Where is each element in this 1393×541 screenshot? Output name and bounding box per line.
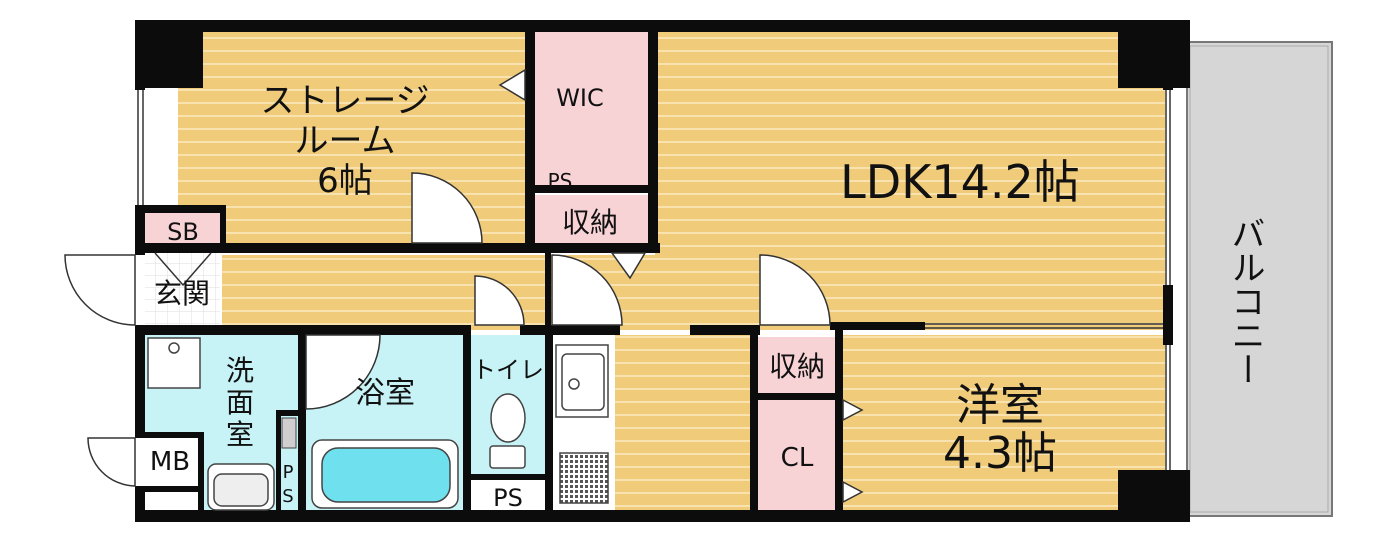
- small-ps-shaft: [281, 417, 297, 449]
- entrance-label: 玄関: [154, 277, 210, 310]
- storage-room-label-3: 6帖: [317, 161, 373, 201]
- wash-basin: [207, 463, 275, 511]
- bathroom-label: 浴室: [355, 376, 415, 411]
- washroom-label-3: 室: [226, 418, 254, 451]
- storage-room-label-1: ストレージ: [260, 81, 429, 121]
- ldk-floor: [655, 30, 1165, 330]
- mb-label: MB: [150, 447, 190, 477]
- door-swings: [64, 68, 864, 504]
- mb-area: [140, 432, 200, 512]
- toilet-label: トイレ: [472, 356, 544, 384]
- stove: [559, 452, 609, 504]
- western-room-label-1: 洋室: [956, 380, 1044, 431]
- bathtub: [311, 439, 459, 509]
- washing-machine-pan: [147, 337, 201, 389]
- cl-area: [758, 400, 838, 512]
- ps-small-label-1: P: [283, 462, 294, 483]
- kitchen-sink: [555, 344, 609, 418]
- ps-small-label-2: S: [282, 486, 293, 507]
- entrance-area: [145, 252, 220, 328]
- wic-area: [535, 30, 650, 190]
- western-room-label-2: 4.3帖: [943, 428, 1057, 479]
- closet-top-area: [535, 195, 650, 245]
- western-room-floor: [840, 335, 1165, 510]
- ps-top-label: PS: [548, 169, 573, 193]
- sb-area: [145, 210, 220, 248]
- washroom-label-1: 洗: [226, 354, 254, 387]
- sb-label: SB: [167, 218, 199, 246]
- cl-label: CL: [781, 443, 814, 473]
- balcony-label: バルコニー: [1225, 216, 1265, 386]
- kitchen-floor: [615, 335, 755, 510]
- washroom-label-2: 面: [226, 386, 254, 419]
- storage-room-label-2: ルーム: [295, 121, 396, 161]
- ps-toilet-label: PS: [493, 484, 523, 512]
- ps-toilet-area: [470, 480, 545, 512]
- closet-top-label: 収納: [562, 206, 618, 239]
- wic-label: WIC: [556, 84, 604, 112]
- walls: [135, 20, 1190, 522]
- balcony: [1186, 41, 1333, 517]
- closet-mid-area: [758, 337, 838, 395]
- ldk-label: LDK14.2帖: [840, 155, 1080, 209]
- closet-mid-label: 収納: [769, 350, 825, 383]
- toilet-bowl: [489, 393, 526, 469]
- windows: [137, 90, 1171, 470]
